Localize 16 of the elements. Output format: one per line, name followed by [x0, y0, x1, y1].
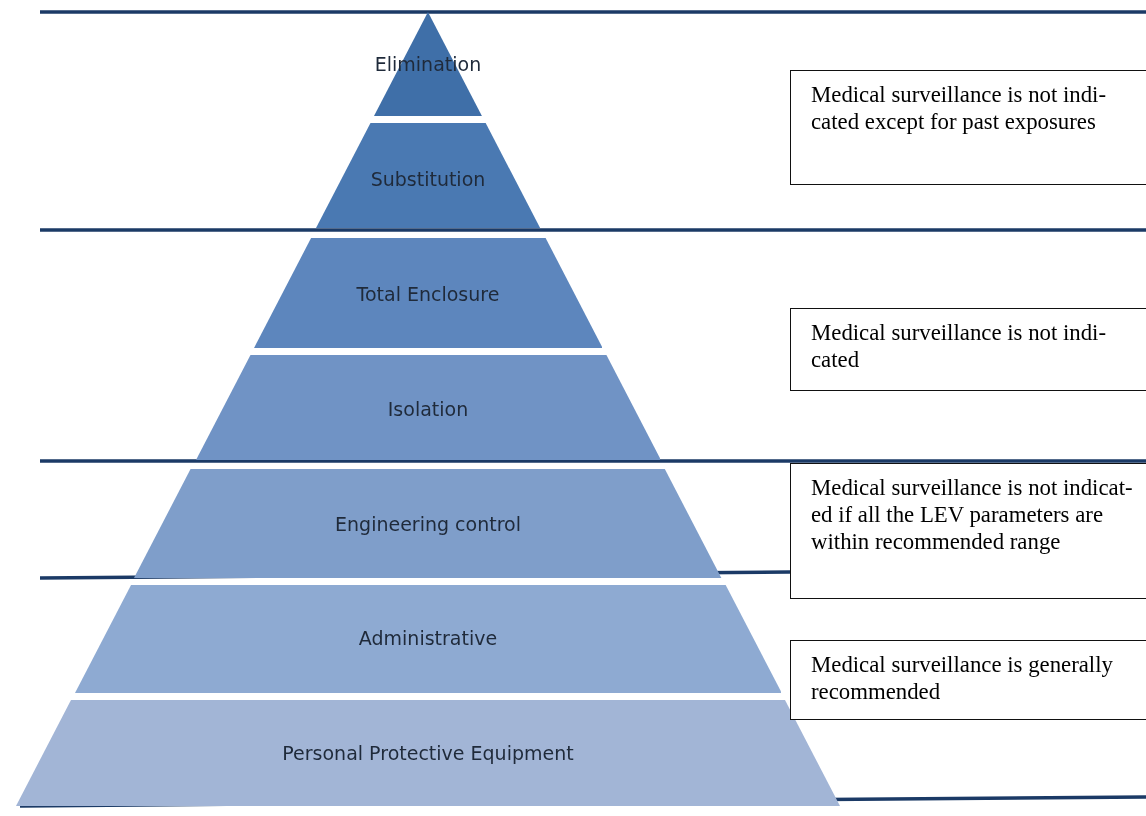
tier-label: Engineering control [334, 513, 522, 535]
pyramid-tier [134, 469, 722, 578]
note-box: Medical surveillance is not indi- cated except for past exposures [790, 70, 1146, 185]
note-box: Medical surveillance is generally recommended [790, 640, 1146, 720]
pyramid-tier [315, 123, 541, 228]
tier-label: Administrative [357, 627, 499, 649]
tier-label: Substitution [369, 168, 487, 190]
pyramid-tier [253, 238, 603, 348]
pyramid-tier [195, 355, 661, 460]
pyramid-tier [16, 700, 840, 806]
pyramid-tier [74, 585, 782, 693]
note-box: Medical surveillance is not indicat- ed if all the LEV parameters are within recommended range [790, 463, 1146, 599]
note-box: Medical surveillance is not indi- cated [790, 308, 1146, 391]
tier-label: Total Enclosure [355, 283, 501, 305]
tier-label: Personal Protective Equipment [281, 742, 575, 764]
tier-label: Isolation [386, 398, 470, 420]
